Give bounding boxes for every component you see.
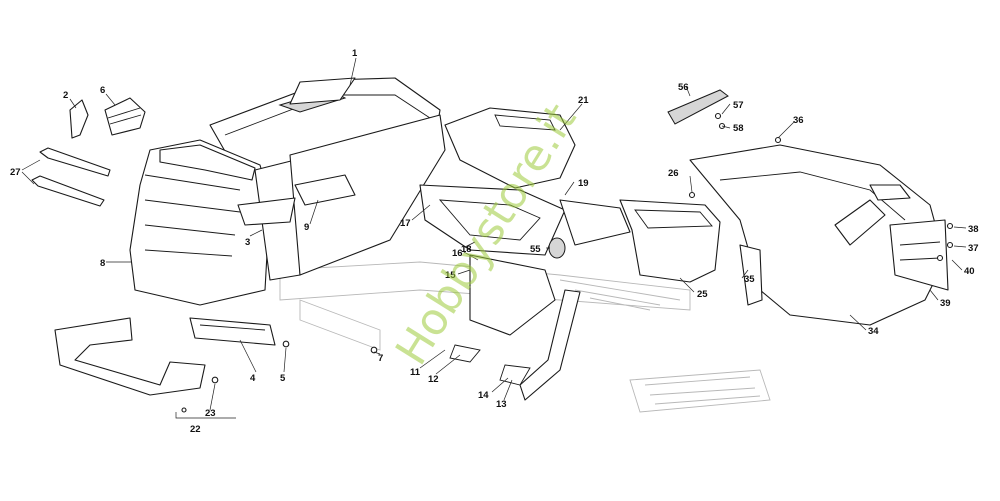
part-rear-lip [889,219,949,291]
callout-55: 55 [530,244,541,255]
callout-56: 56 [678,82,689,93]
callout-6: 6 [100,85,105,96]
callout-57: 57 [733,100,744,111]
part-seat-box [619,199,721,283]
callout-27: 27 [10,167,21,178]
callout-labels: 1 2 3 4 5 6 7 8 9 11 12 13 14 15 16 17 1… [10,48,979,435]
callout-18: 18 [461,244,472,255]
callout-22: 22 [190,424,201,435]
callout-40: 40 [964,266,975,277]
callout-39: 39 [940,298,951,309]
callout-7: 7 [378,353,383,364]
callout-9: 9 [304,222,309,233]
callout-12: 12 [428,374,439,385]
callout-11: 11 [410,367,421,378]
callout-3: 3 [245,237,250,248]
part-lower-bracket [189,317,276,346]
callout-16: 16 [452,248,463,259]
part-handle [667,89,729,125]
callout-38: 38 [968,224,979,235]
callout-8: 8 [100,258,105,269]
callout-58: 58 [733,123,744,134]
callout-37: 37 [968,243,979,254]
part-trim-strips [31,147,111,207]
callout-19: 19 [578,178,589,189]
callout-15: 15 [445,270,456,281]
part-front-grille [129,139,271,306]
callout-17: 17 [400,218,411,229]
callout-23: 23 [205,408,216,419]
callout-35: 35 [744,274,755,285]
callout-5: 5 [280,373,286,384]
part-dash-cover [444,107,576,189]
callout-26: 26 [668,168,679,179]
ghost-chassis [279,261,771,413]
part-vent [237,174,356,226]
callout-4: 4 [250,373,256,384]
callout-2: 2 [63,90,68,101]
callout-21: 21 [578,95,589,106]
part-small-covers [69,97,146,139]
callout-14: 14 [478,390,489,401]
fasteners [181,112,954,413]
leader-lines [21,57,967,419]
callout-34: 34 [868,326,879,337]
callout-25: 25 [697,289,708,300]
callout-13: 13 [496,399,507,410]
part-bumper [54,317,206,396]
part-knob [548,237,566,259]
callout-1: 1 [352,48,358,59]
part-lower-panels [449,244,763,401]
part-console-tray [419,184,631,256]
callout-36: 36 [793,115,804,126]
